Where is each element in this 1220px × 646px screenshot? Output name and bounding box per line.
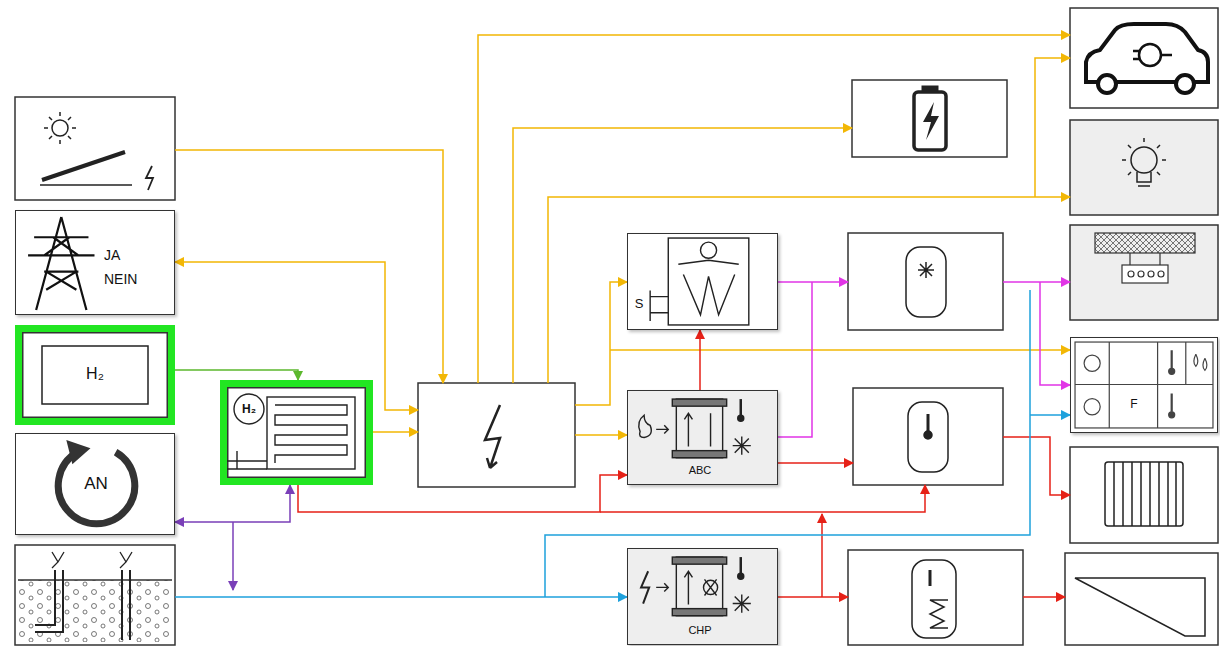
pylon-icon [16,211,174,314]
node-label: S [632,296,646,312]
lightning-symbol [485,405,500,468]
flow-connector [699,330,701,390]
room-box: F [1070,337,1218,433]
heat-pump-box: CHP [627,548,778,645]
node-label: F [1117,396,1151,412]
violet-return-line [232,522,234,590]
grid-box: JA NEIN [15,210,175,315]
node-label: H₂ [234,401,264,417]
cooling-tower-box: S [627,233,778,330]
pink-cold-lines [778,282,1070,437]
node-label: AN [71,474,121,494]
tower-icon [628,234,777,329]
hydrogen-storage-box: H₂ [15,325,175,425]
pv-icon [40,112,153,190]
light-bulb-icon [1122,138,1166,186]
node-label: JA NEIN [104,243,148,291]
fuel-icon [227,387,366,478]
room-icon [1071,338,1217,432]
hot-water-tank-icon [912,560,956,638]
radiator-icon [1105,462,1183,526]
cold-storage-icon [906,247,946,317]
blue-ground-lines [175,290,1070,597]
flow-connector [175,485,290,522]
node-label: H₂ [42,364,148,384]
box-frames [15,8,1218,645]
flow-connector [175,370,298,380]
battery-icon [914,86,946,150]
absorption-chiller-box: ABC [627,390,778,485]
fuel-cell-box: H₂ [220,380,373,485]
electric-car-icon [1086,24,1208,93]
ceiling-cooling-icon [1095,233,1195,283]
pool-icon [1075,578,1205,636]
node-label: CHP [672,623,728,637]
node-label: ABC [672,463,728,477]
hot-storage-icon [908,402,948,472]
yellow-power-lines [175,35,1070,435]
operation-box: AN [15,433,175,535]
ground-probe-icon [18,552,172,642]
